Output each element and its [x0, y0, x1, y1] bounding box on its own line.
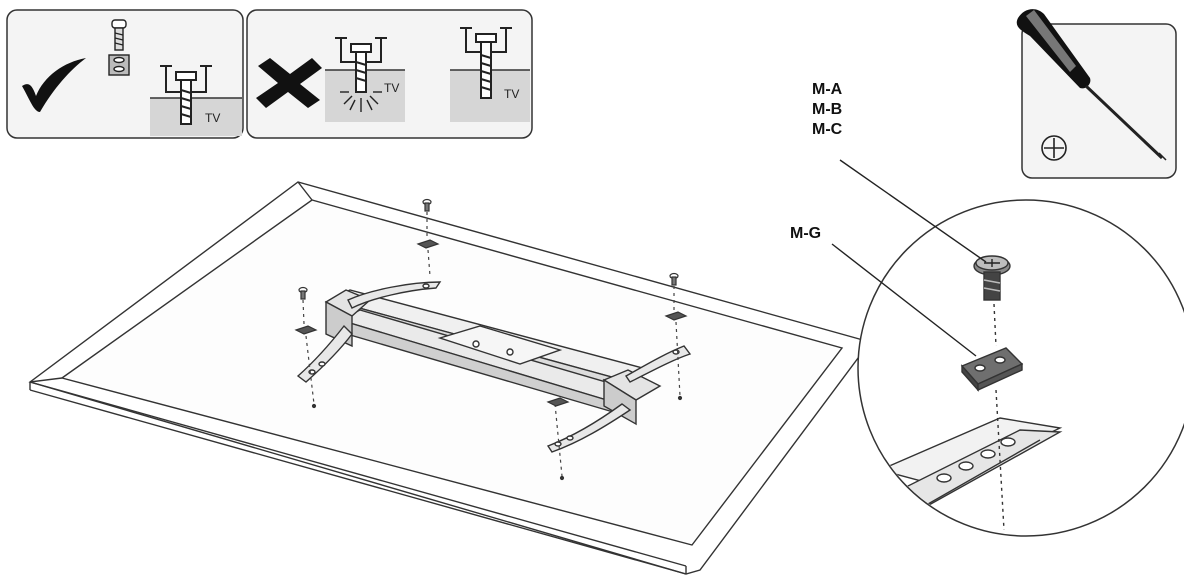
- label-m-a: M-A: [812, 81, 843, 98]
- washer-icon: [416, 239, 440, 249]
- tool-box: [1016, 9, 1177, 179]
- cross-mark-icon: [256, 58, 322, 108]
- tv-label: TV: [504, 87, 519, 101]
- tv-label: TV: [205, 111, 220, 125]
- screw-icon: [298, 286, 308, 300]
- label-m-g: M-G: [790, 225, 822, 242]
- bracket-screw-too-short-icon: [460, 27, 512, 99]
- incorrect-usage-panel: TV TV: [246, 9, 533, 139]
- screws-and-washers: [294, 198, 688, 481]
- screw-detail-icon: [973, 255, 1011, 301]
- leader-line-washer: [831, 243, 977, 357]
- leader-line-screw: [839, 159, 987, 263]
- tv-label: TV: [384, 81, 399, 95]
- detail-zoom-circle: [857, 199, 1184, 537]
- washer-icon: [294, 325, 318, 335]
- phillips-screwdriver-icon: [1016, 9, 1167, 161]
- mounting-bracket: [296, 281, 692, 453]
- correct-usage-panel: TV: [6, 9, 244, 139]
- washer-icon: [546, 397, 570, 407]
- phillips-head-icon: [1041, 135, 1067, 161]
- label-m-b: M-B: [812, 101, 843, 118]
- label-m-c: M-C: [812, 121, 843, 138]
- screw-icon: [669, 272, 679, 286]
- washer-icon: [664, 311, 688, 321]
- screw-with-washer-icon: [108, 19, 130, 76]
- check-mark-icon: [22, 58, 86, 112]
- tv-back-panel: [28, 181, 872, 575]
- washer-detail-icon: [960, 347, 1024, 392]
- bracket-screw-too-long-icon: [335, 37, 387, 112]
- screw-icon: [422, 198, 432, 212]
- bracket-correct-icon: [160, 65, 212, 125]
